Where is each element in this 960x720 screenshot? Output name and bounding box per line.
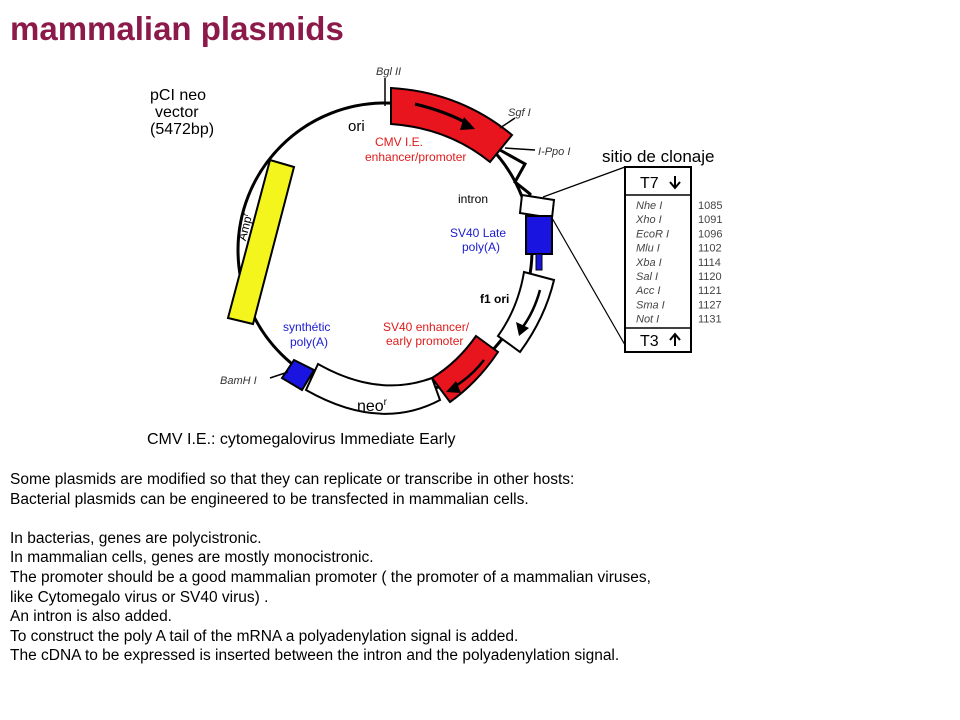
sv40-late-polya-segment xyxy=(525,215,553,255)
site-enzyme: Sma I xyxy=(636,299,665,311)
f1-ori-arrowhead xyxy=(516,322,529,336)
paragraph-line: In mammalian cells, genes are mostly mon… xyxy=(10,549,374,567)
site-position: 1131 xyxy=(698,314,722,326)
site-enzyme: Nhe I xyxy=(636,200,662,212)
page-title: mammalian plasmids xyxy=(10,10,344,47)
site-enzyme: Acc I xyxy=(635,285,660,297)
ampr-label: Ampr xyxy=(235,212,255,242)
site-position: 1096 xyxy=(698,228,722,240)
sv40-enhancer-label-line2: early promoter xyxy=(386,334,463,348)
f1-ori-segment xyxy=(496,270,556,354)
plasmid-map-diagram: Ampr neor pCI neo vector (5472bp) ori Bg… xyxy=(147,66,722,448)
f1-ori-label: f1 ori xyxy=(480,292,509,306)
site-position: 1102 xyxy=(698,243,722,255)
cmv-arrowhead xyxy=(460,117,475,130)
neor-label: neor xyxy=(357,397,388,415)
site-position: 1121 xyxy=(698,285,722,297)
sv40-late-linker xyxy=(535,253,543,271)
sv40-enhancer-label-line1: SV40 enhancer/ xyxy=(383,320,470,334)
explanation-text: Some plasmids are modified so that they … xyxy=(10,470,940,666)
sv40-late-label-line1: SV40 Late xyxy=(450,226,506,240)
site-enzyme: Not I xyxy=(636,314,659,326)
intron-label: intron xyxy=(458,192,488,206)
ori-label: ori xyxy=(348,118,365,135)
sgfi-tick xyxy=(499,117,516,129)
paragraph-line: The promoter should be a good mammalian … xyxy=(10,568,651,586)
sv40-enhancer-segment xyxy=(430,334,500,404)
site-enzyme: Sal I xyxy=(636,271,658,283)
t3-up-arrow-icon xyxy=(669,332,681,346)
synthetic-polya-label-line2: poly(A) xyxy=(290,335,328,349)
bamhi-label: BamH I xyxy=(220,375,257,387)
site-enzyme: Xba I xyxy=(635,257,662,269)
bamhi-tick xyxy=(269,371,289,379)
paragraph-line: In bacterias, genes are polycistronic. xyxy=(10,529,262,547)
paragraph-line: like Cytomegalo virus or SV40 virus) . xyxy=(10,588,269,606)
site-position: 1114 xyxy=(698,257,721,269)
vector-size: (5472bp) xyxy=(150,121,214,138)
paragraph-line: Some plasmids are modified so that they … xyxy=(10,471,575,488)
bglii-label: Bgl II xyxy=(376,66,401,78)
t7-label: T7 xyxy=(640,175,659,192)
ampr-segment xyxy=(226,158,296,326)
paragraph-line: Bacterial plasmids can be engineered to … xyxy=(10,490,529,508)
paragraph-line: The cDNA to be expressed is inserted bet… xyxy=(10,647,620,665)
f1-ori-arrow xyxy=(520,289,542,329)
synthetic-polya-label-line1: synthétic xyxy=(283,320,330,334)
ippoi-label: I-Ppo I xyxy=(538,146,570,158)
footnote: CMV I.E.: cytomegalovirus Immediate Earl… xyxy=(147,431,456,448)
sv40-late-label-line2: poly(A) xyxy=(462,240,500,254)
paragraph-line: An intron is also added. xyxy=(10,608,172,626)
cloning-site-box xyxy=(624,166,692,353)
cmv-label-line2: enhancer/promoter xyxy=(365,150,466,164)
ippoi-tick xyxy=(504,147,536,151)
site-position: 1127 xyxy=(698,299,722,311)
callout-line-bottom xyxy=(551,217,626,346)
site-enzyme: Xho I xyxy=(635,214,662,226)
vector-name-line1: pCI neo xyxy=(150,87,206,104)
cloning-site-title: sitio de clonaje xyxy=(602,147,714,166)
t7-down-arrow-icon xyxy=(669,176,681,190)
site-position: 1120 xyxy=(698,271,722,283)
callout-line-top xyxy=(542,166,626,198)
sv40-enhancer-arrowhead xyxy=(446,381,461,393)
intron-line xyxy=(499,148,532,203)
paragraph-gap xyxy=(10,509,940,529)
sgfi-label: Sgf I xyxy=(508,107,531,119)
t3-label: T3 xyxy=(640,333,659,350)
cloning-site-region xyxy=(518,193,556,220)
site-enzyme: EcoR I xyxy=(636,228,669,240)
site-enzyme: Mlu I xyxy=(636,243,660,255)
paragraph-line: To construct the poly A tail of the mRNA… xyxy=(10,627,519,645)
vector-name-line2: vector xyxy=(155,104,199,121)
site-position: 1085 xyxy=(698,200,722,212)
cmv-label-line1: CMV I.E. xyxy=(375,135,423,149)
site-position: 1091 xyxy=(698,214,722,226)
neor-segment xyxy=(304,362,442,415)
